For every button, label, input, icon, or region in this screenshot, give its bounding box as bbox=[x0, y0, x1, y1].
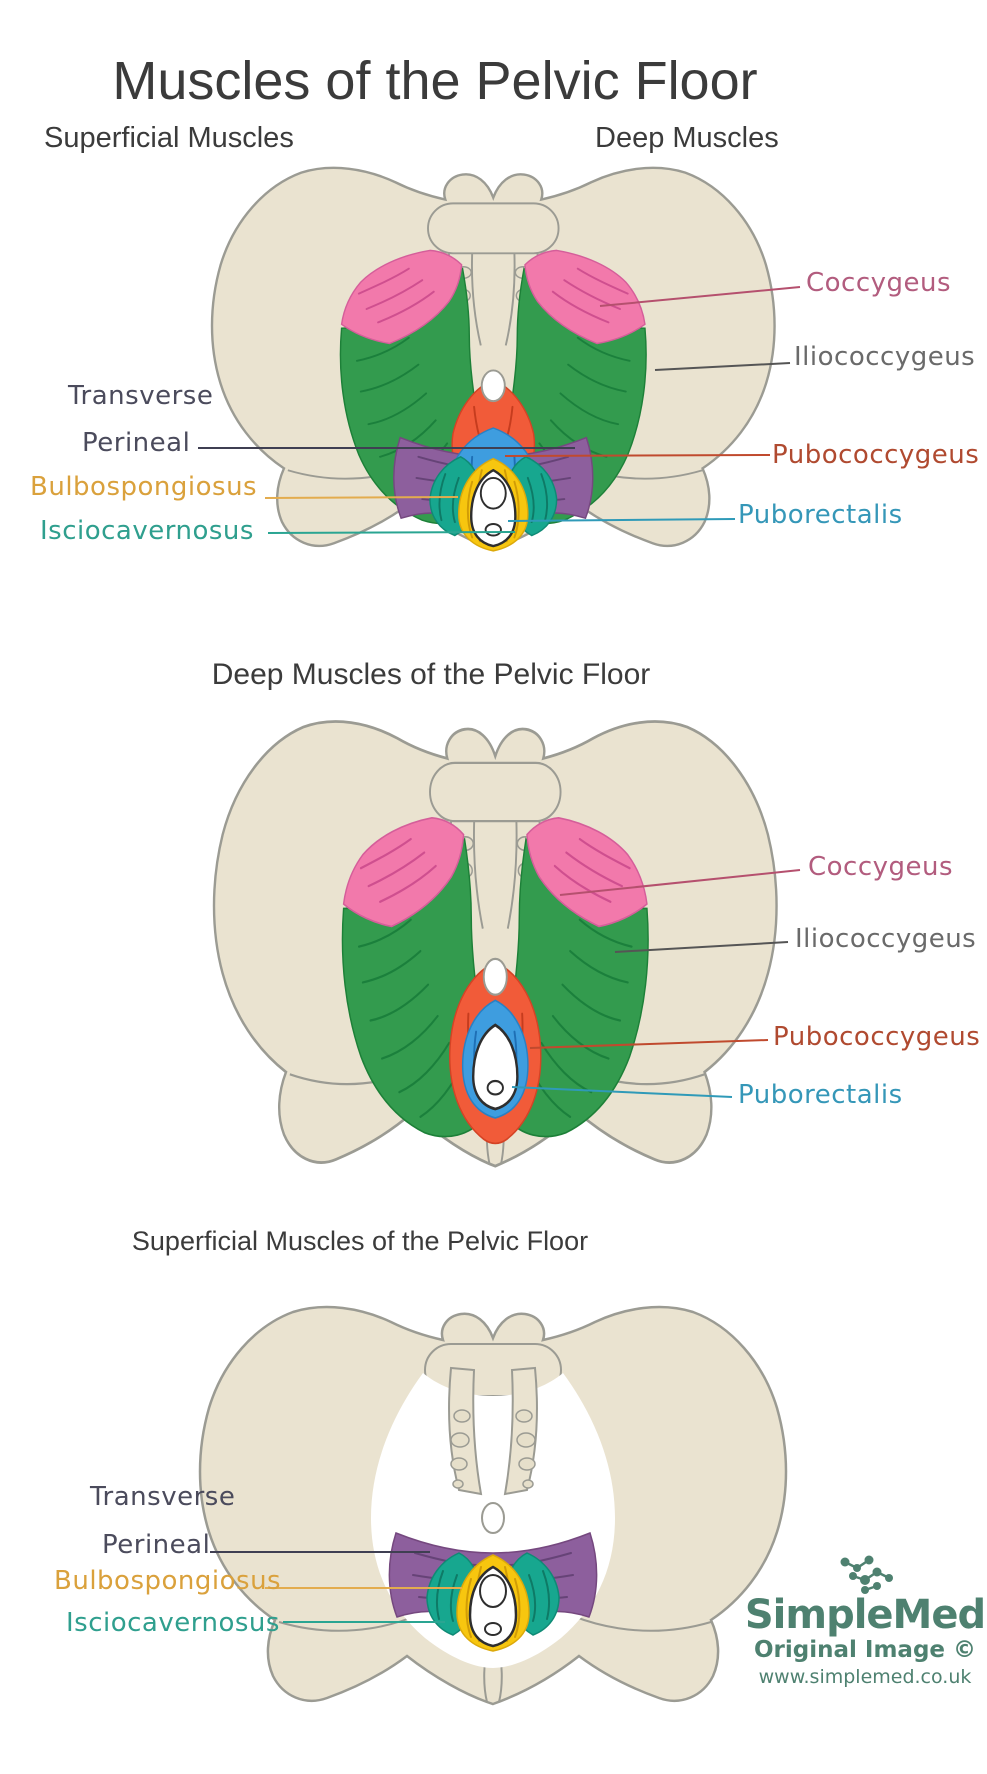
iliococcygeus-leader-line bbox=[654, 362, 791, 371]
label-coccygeus: Coccygeus bbox=[808, 852, 954, 882]
brand-tagline: Original Image © bbox=[753, 1637, 977, 1663]
pubococcygeus-leader-line bbox=[529, 1039, 769, 1049]
isciocavernosus-leader-line bbox=[267, 531, 516, 534]
bulbospongiosus-leader-line bbox=[264, 496, 459, 499]
label-puborectalis: Puborectalis bbox=[738, 500, 903, 530]
combined-left-heading: Superficial Muscles bbox=[44, 122, 294, 154]
label-perineal: Perineal bbox=[82, 428, 191, 458]
pubococcygeus-leader-line bbox=[504, 454, 771, 457]
leader-lines bbox=[210, 1551, 462, 1623]
label-iliococcygeus: Iliococcygeus bbox=[795, 924, 977, 954]
brand-name: SimpleMed bbox=[744, 1592, 986, 1638]
label-bulbospongiosus: Bulbospongiosus bbox=[54, 1566, 282, 1596]
brand-website: www.simplemed.co.uk bbox=[758, 1666, 972, 1689]
page-title: Muscles of the Pelvic Floor bbox=[112, 51, 758, 111]
combined-right-heading: Deep Muscles bbox=[595, 122, 779, 154]
superficial-diagram bbox=[198, 1305, 788, 1706]
leader-lines bbox=[511, 869, 801, 1098]
simplemed-logo-icon bbox=[840, 1555, 893, 1594]
label-iliococcygeus: Iliococcygeus bbox=[794, 342, 976, 372]
label-transverse: Transverse bbox=[90, 1482, 236, 1512]
puborectalis-leader-line bbox=[511, 1086, 733, 1098]
label-pubococcygeus: Pubococcygeus bbox=[772, 440, 980, 470]
label-perineal: Perineal bbox=[102, 1530, 211, 1560]
puborectalis-leader-line bbox=[507, 518, 736, 522]
label-transverse: Transverse bbox=[68, 381, 214, 411]
coccygeus-leader-line bbox=[599, 286, 801, 307]
superficial-section-heading: Superficial Muscles of the Pelvic Floor bbox=[131, 1226, 589, 1256]
coccygeus-leader-line bbox=[559, 869, 801, 896]
label-isciocavernosus: Isciocavernosus bbox=[66, 1608, 280, 1638]
iliococcygeus-leader-line bbox=[614, 941, 789, 953]
label-coccygeus: Coccygeus bbox=[806, 268, 952, 298]
label-bulbospongiosus: Bulbospongiosus bbox=[30, 472, 258, 502]
label-pubococcygeus: Pubococcygeus bbox=[773, 1022, 981, 1052]
deep-section-heading: Deep Muscles of the Pelvic Floor bbox=[211, 658, 651, 691]
label-isciocavernosus: Isciocavernosus bbox=[40, 516, 254, 546]
combined-diagram bbox=[198, 166, 801, 553]
label-puborectalis: Puborectalis bbox=[738, 1080, 903, 1110]
deep-diagram bbox=[212, 720, 801, 1168]
leader-lines bbox=[198, 286, 801, 534]
simplemed-branding: SimpleMed Original Image © www.simplemed… bbox=[744, 1548, 986, 1689]
